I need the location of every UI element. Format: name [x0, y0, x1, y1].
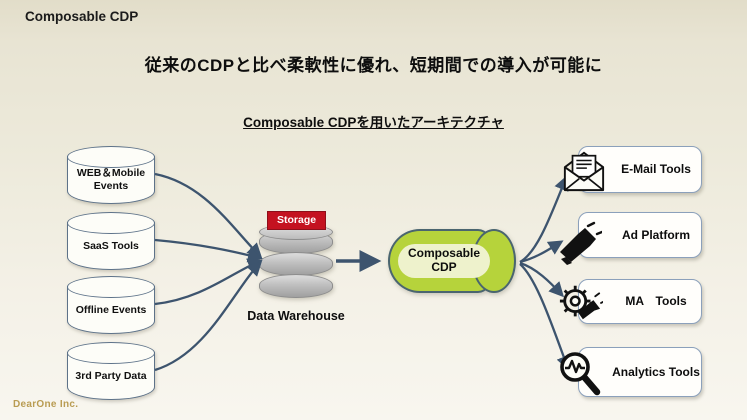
dest-label: MA Tools — [625, 294, 687, 309]
cylinder-top-ellipse — [67, 212, 155, 234]
dest-box-ma-tools: MA Tools — [578, 279, 702, 324]
database-disk — [259, 274, 333, 298]
cylinder-top-ellipse — [67, 276, 155, 298]
source-cylinder-offline-events: Offline Events — [67, 276, 155, 334]
data-warehouse-label: Data Warehouse — [247, 309, 345, 323]
source-label: 3rd Party Data — [75, 369, 147, 382]
magnifier-pulse-icon — [560, 352, 601, 396]
source-cylinder-3rd-party-data: 3rd Party Data — [67, 342, 155, 400]
database-disk — [259, 252, 333, 276]
megaphone-icon — [560, 221, 602, 265]
composable-cdp-shape: Composable CDP — [388, 229, 516, 293]
dest-box-ad-platform: Ad Platform — [578, 212, 702, 258]
composable-cdp-label: Composable CDP — [398, 244, 490, 278]
cylinder-top-ellipse — [67, 146, 155, 168]
dest-label: Analytics Tools — [612, 364, 700, 379]
source-cylinder-web-mobile-events: WEB＆Mobile Events — [67, 146, 155, 204]
company-footer: DearOne Inc. — [13, 399, 79, 410]
page-title: Composable CDP — [25, 9, 139, 24]
source-label: Offline Events — [75, 303, 147, 316]
dest-box-analytics-tools: Analytics Tools — [578, 347, 702, 397]
cylinder-top-ellipse — [67, 342, 155, 364]
source-cylinder-saas-tools: SaaS Tools — [67, 212, 155, 270]
dest-label: Ad Platform — [621, 227, 690, 242]
dest-label: E-Mail Tools — [621, 162, 691, 177]
email-icon — [563, 151, 605, 192]
source-label: WEB＆Mobile Events — [76, 167, 146, 192]
source-label: SaaS Tools — [83, 239, 139, 252]
architecture-subtitle: Composable CDPを用いたアーキテクチャ — [243, 115, 504, 130]
storage-badge: Storage — [267, 211, 327, 230]
headline: 従来のCDPと比べ柔軟性に優れ、短期間での導入が可能に — [144, 56, 603, 75]
gear-megaphone-icon — [559, 285, 603, 320]
data-warehouse-stack — [259, 224, 333, 298]
